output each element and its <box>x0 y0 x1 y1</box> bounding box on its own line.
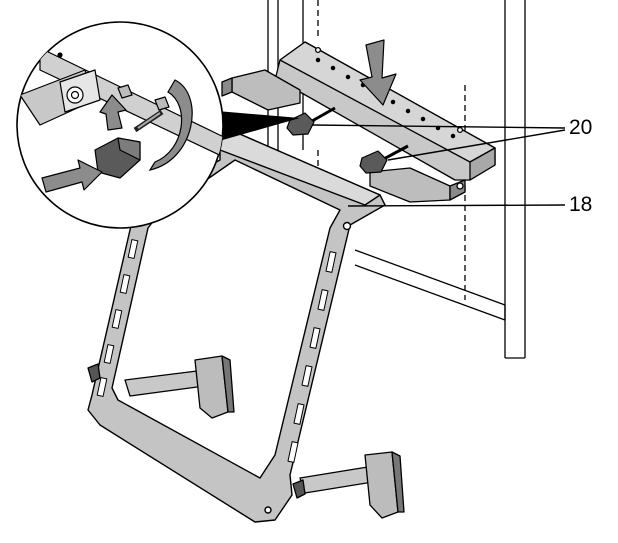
support-arms <box>87 355 405 519</box>
knob-bolt-upper <box>286 106 336 136</box>
up-arrow-icon <box>99 94 127 131</box>
callout-leaders <box>311 124 566 207</box>
wall-frame <box>267 0 526 359</box>
callout-label-18: 18 <box>569 193 593 216</box>
down-arrow-icon <box>359 39 397 106</box>
rotation-arrow-icon <box>148 79 193 171</box>
right-arrow-icon <box>41 159 103 193</box>
callout-label-20: 20 <box>569 116 593 139</box>
zoom-wedge <box>205 110 300 145</box>
bracket-hooks <box>221 69 466 203</box>
knob-bolt-lower <box>359 144 409 174</box>
detail-view <box>16 21 224 229</box>
